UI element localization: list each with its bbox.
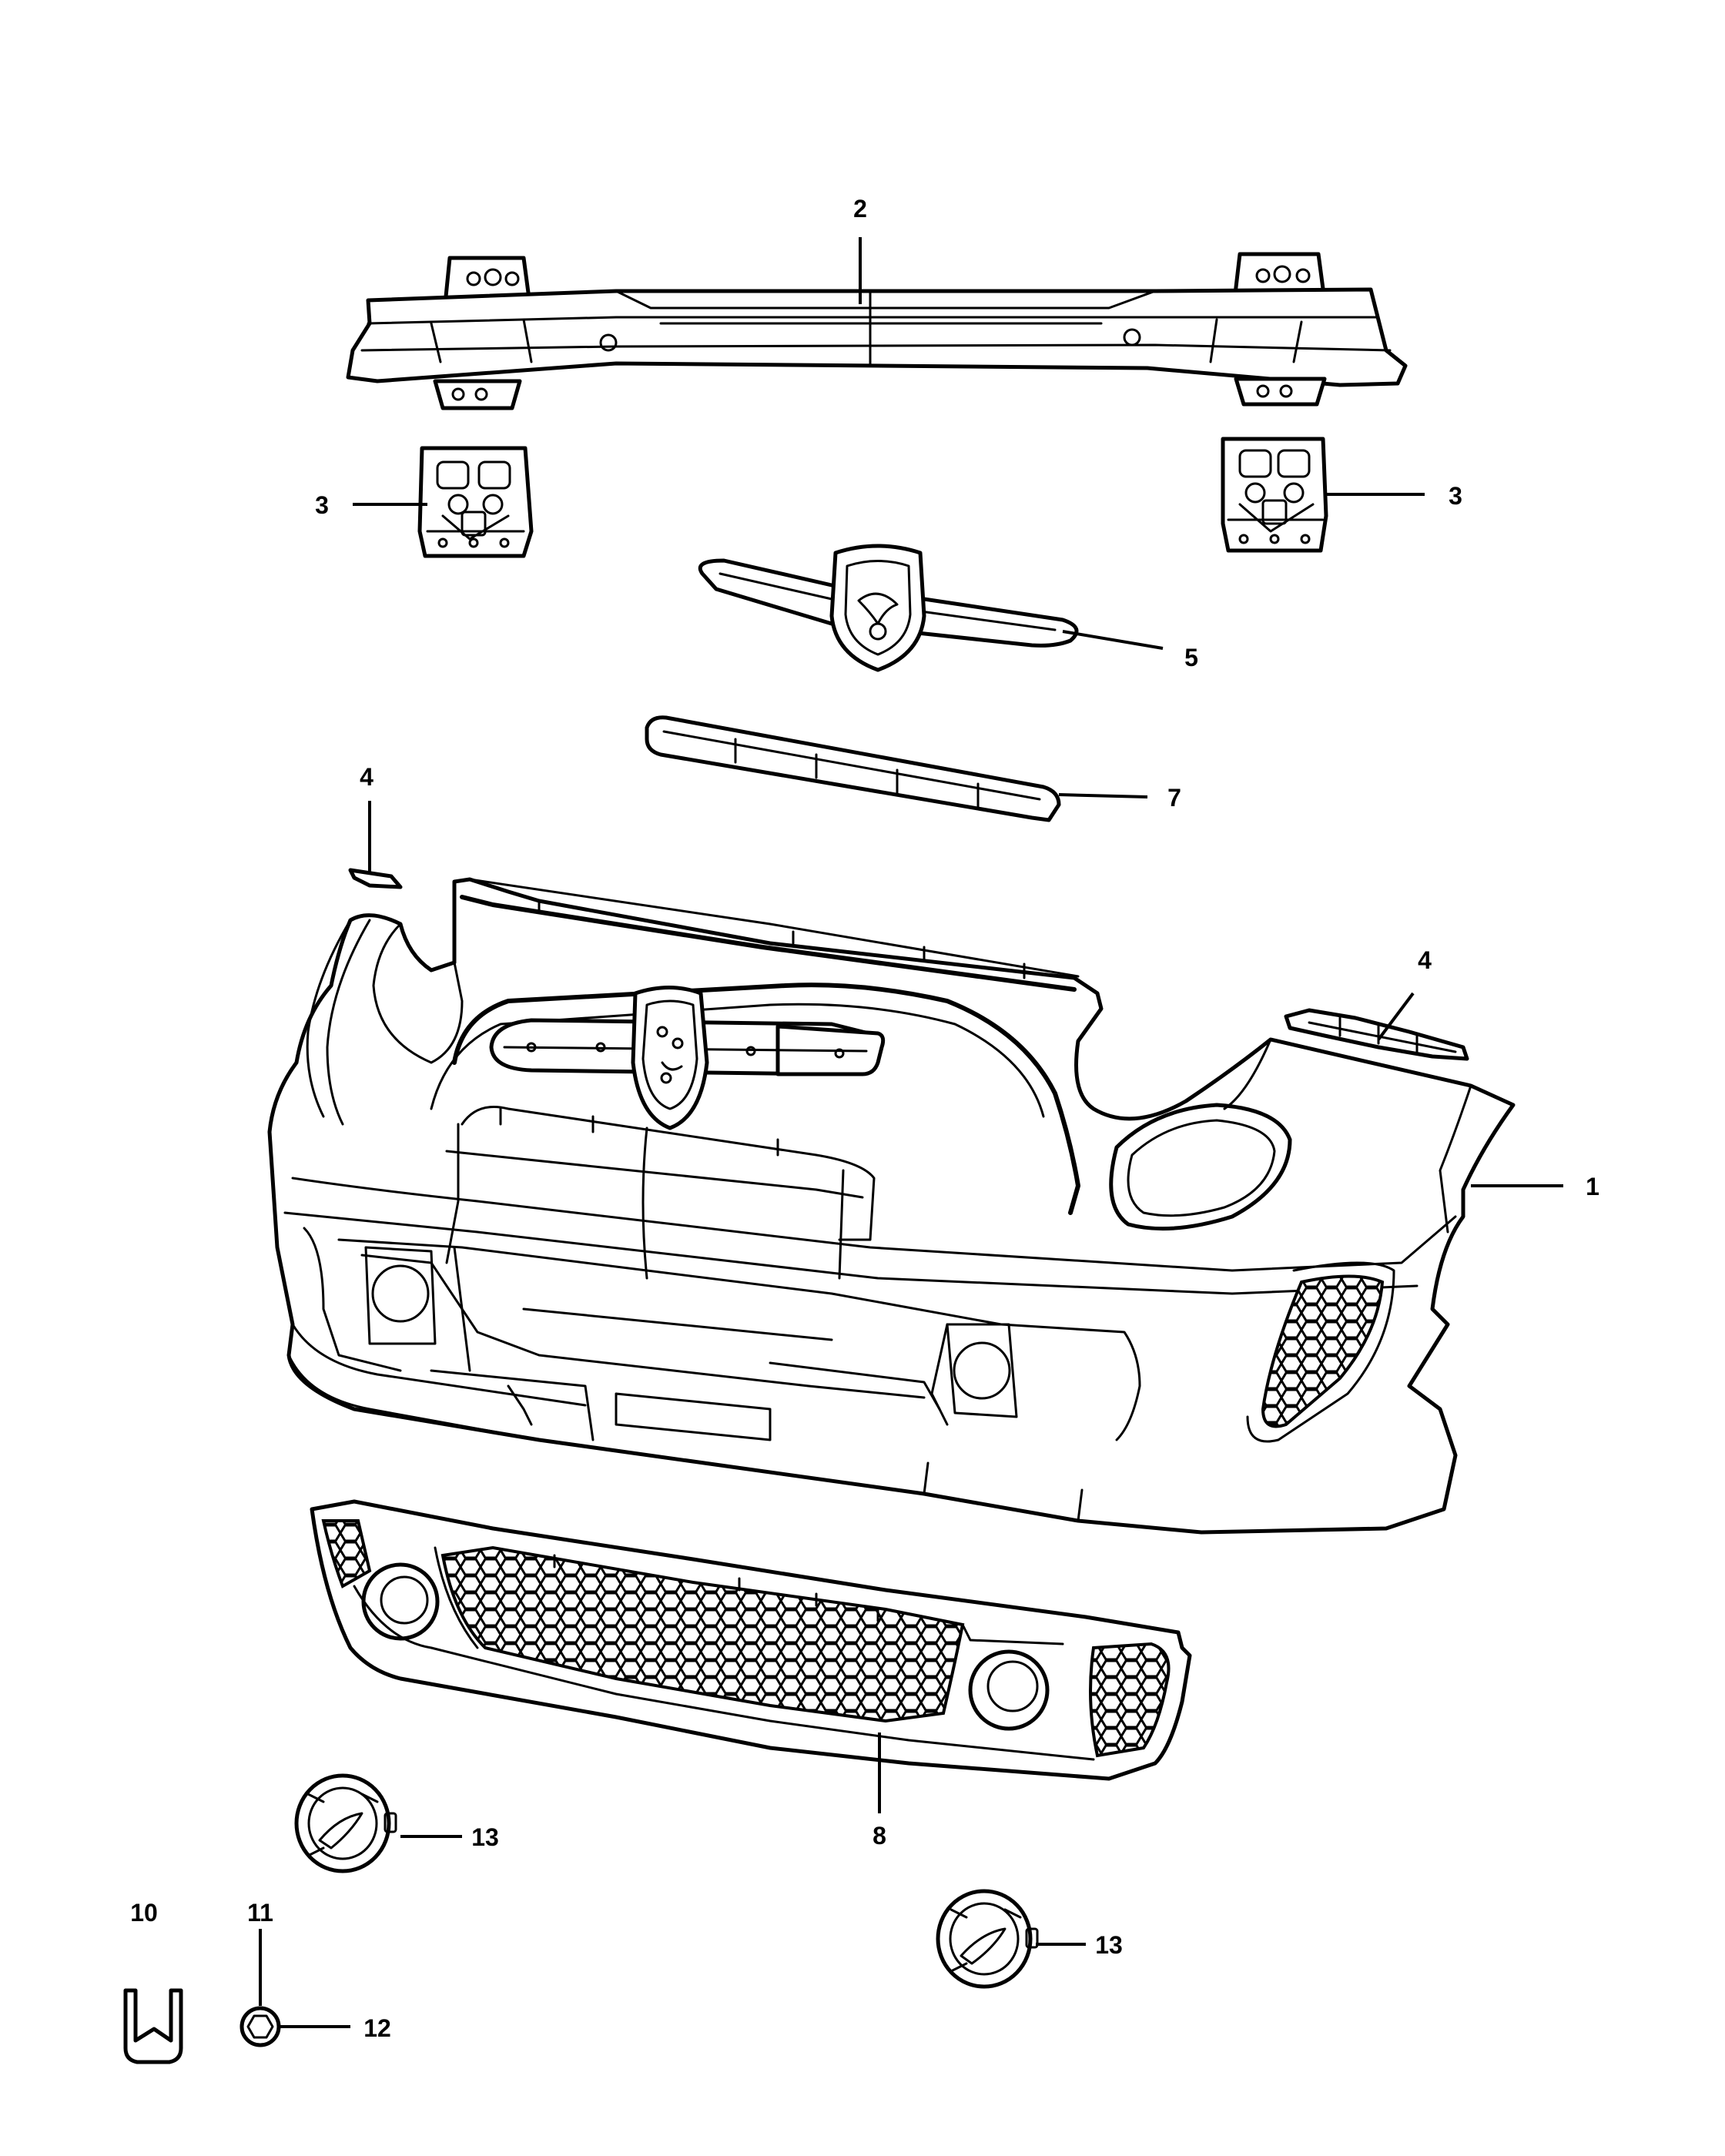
callout-4-right: 4 <box>1418 946 1432 974</box>
part-4-left-clip <box>348 868 403 889</box>
part-3-left-bracket <box>417 446 534 558</box>
callout-3-right: 3 <box>1449 482 1462 510</box>
callout-8: 8 <box>873 1822 886 1850</box>
callout-10: 10 <box>130 1899 158 1927</box>
part-2-reinforcement-beam <box>346 252 1408 410</box>
part-10-clip <box>123 1988 183 2064</box>
part-11-fastener <box>239 2006 281 2047</box>
callout-7: 7 <box>1167 784 1181 812</box>
part-13-right-bezel <box>936 1889 1039 1989</box>
part-7-upper-grille <box>645 715 1061 822</box>
part-8-lower-grille <box>310 1499 1192 1781</box>
callout-1: 1 <box>1586 1173 1599 1200</box>
part-3-right-bracket <box>1221 437 1328 553</box>
part-1-front-fascia <box>267 877 1516 1535</box>
callout-labels: 2 3 3 5 7 4 4 1 8 13 13 10 11 12 <box>130 195 1599 2042</box>
part-4-right-strip <box>1284 1008 1469 1061</box>
callout-13-right: 13 <box>1095 1931 1123 1959</box>
part-13-left-bezel <box>294 1773 397 1873</box>
callout-11: 11 <box>247 1899 273 1927</box>
part-5-grille-bar <box>698 544 1079 672</box>
leader-lines <box>259 237 1563 2028</box>
callout-2: 2 <box>853 195 867 223</box>
callout-4-left: 4 <box>360 763 373 791</box>
callout-13-left: 13 <box>471 1823 499 1851</box>
callout-12: 12 <box>363 2014 391 2042</box>
callout-3-left: 3 <box>315 491 329 519</box>
callout-5: 5 <box>1184 644 1198 671</box>
